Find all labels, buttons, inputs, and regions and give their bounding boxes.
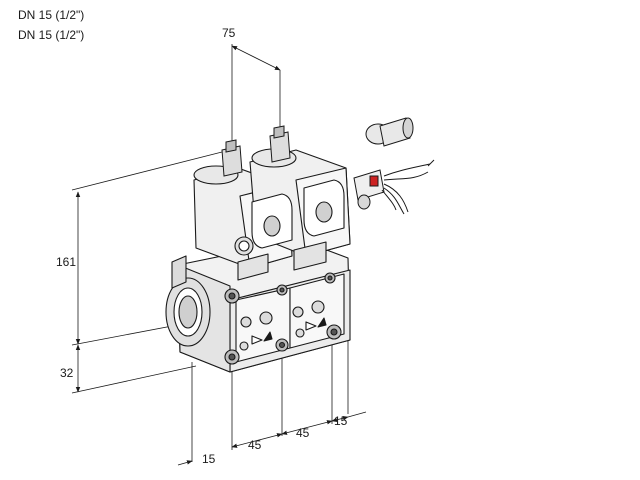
dimension-45-a-label: 45 [248,438,262,452]
title-line-1: DN 15 (1/2") [18,8,85,22]
dimension-45-b-label: 45 [296,426,310,440]
valve-body [165,239,351,373]
dimension-75-label: 75 [222,26,236,40]
dimension-161-label: 161 [56,255,77,269]
dimension-15-right-label: 15 [334,414,348,428]
dimension-15-left-label: 15 [202,452,216,466]
plug-with-wires-accessory [353,159,435,215]
dimension-lines [71,44,367,466]
cable-gland-accessory [365,117,414,147]
title-line-2: DN 15 (1/2") [18,28,85,42]
adjustment-knobs [221,125,291,177]
dimension-32-label: 32 [60,366,74,380]
